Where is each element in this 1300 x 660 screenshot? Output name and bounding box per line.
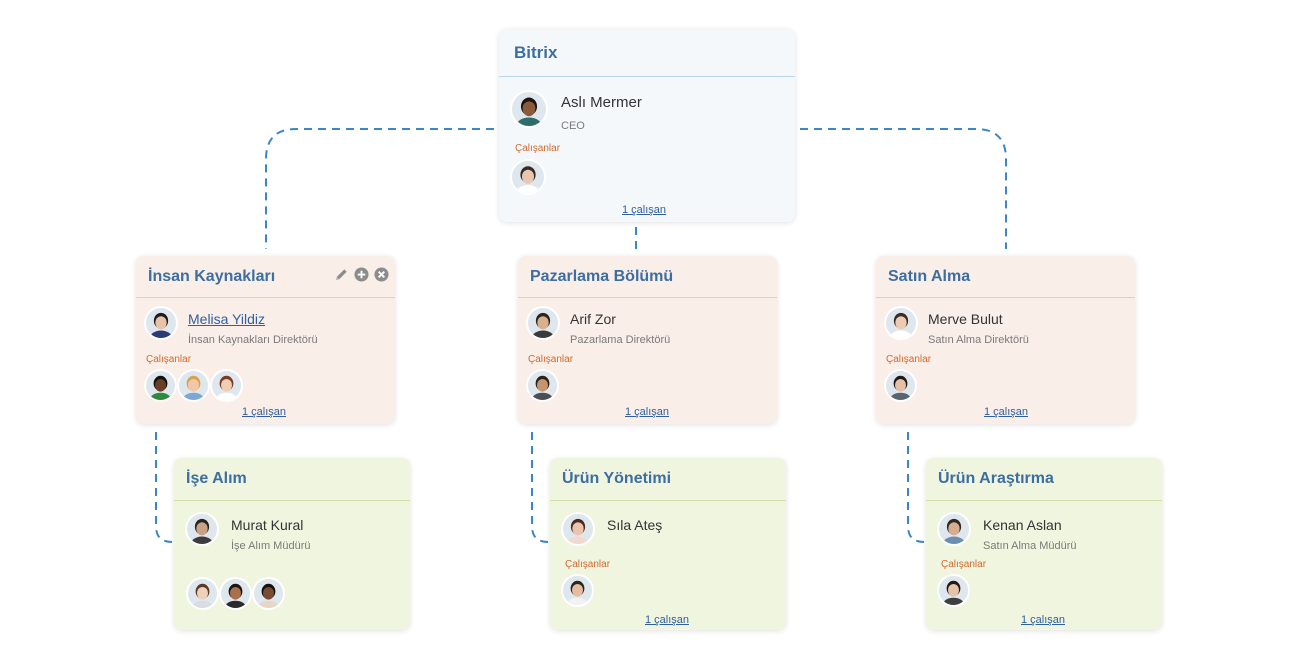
- employee-avatar[interactable]: [212, 371, 241, 400]
- plus-circle-icon[interactable]: [354, 267, 369, 282]
- connector-hr-recruiting: [155, 432, 173, 543]
- employee-avatar[interactable]: [188, 579, 217, 608]
- unit-title: İşe Alım: [186, 470, 247, 487]
- unit-header: Satın Alma: [876, 256, 1135, 298]
- unit-tools: [334, 267, 389, 282]
- connector-bitrix-hr: [265, 128, 494, 249]
- employees-label: Çalışanlar: [565, 559, 611, 570]
- unit-card-product-management[interactable]: Ürün Yönetimi Sıla Ateş Çalışanlar 1 çal…: [550, 458, 786, 630]
- employee-avatars: [512, 161, 544, 193]
- unit-header: Pazarlama Bölümü: [518, 256, 777, 298]
- unit-title: Bitrix: [514, 42, 558, 62]
- unit-header: İşe Alım: [174, 458, 410, 501]
- connector-bitrix-purchasing: [800, 128, 1007, 249]
- unit-card-product-research[interactable]: Ürün Araştırma Kenan Aslan Satın Alma Mü…: [926, 458, 1162, 630]
- unit-header: İnsan Kaynakları: [136, 256, 395, 298]
- employees-label: Çalışanlar: [515, 143, 561, 154]
- unit-header: Bitrix: [499, 29, 795, 77]
- avatar[interactable]: [939, 514, 969, 544]
- unit-card-hr[interactable]: İnsan Kaynakları Melisa Yildiz İnsan Kay…: [136, 256, 395, 424]
- employee-count-link[interactable]: 1 çalışan: [242, 406, 287, 418]
- employee-avatars: [563, 576, 592, 605]
- unit-head[interactable]: Kenan Aslan Satın Alma Müdürü: [939, 514, 1077, 552]
- avatar[interactable]: [886, 308, 916, 338]
- avatar[interactable]: [563, 514, 593, 544]
- pencil-icon[interactable]: [334, 267, 349, 282]
- employee-avatar[interactable]: [179, 371, 208, 400]
- unit-title: İnsan Kaynakları: [148, 267, 276, 285]
- head-name: Merve Bulut: [928, 311, 1003, 327]
- connector-purchasing-productresearch: [907, 432, 925, 543]
- employee-avatars: [886, 371, 915, 400]
- employees-label: Çalışanlar: [941, 559, 987, 570]
- avatar[interactable]: [187, 514, 217, 544]
- employee-avatar[interactable]: [528, 371, 557, 400]
- employee-avatar[interactable]: [939, 576, 968, 605]
- unit-title: Pazarlama Bölümü: [530, 267, 674, 285]
- unit-title: Ürün Araştırma: [938, 470, 1054, 487]
- employee-avatar[interactable]: [512, 161, 544, 193]
- employee-avatar[interactable]: [146, 371, 175, 400]
- head-name: Murat Kural: [231, 517, 304, 533]
- unit-card-bitrix[interactable]: Bitrix Aslı Mermer CEO Çalışanlar 1 çalı…: [499, 29, 795, 222]
- unit-head[interactable]: Merve Bulut Satın Alma Direktörü: [886, 308, 1029, 346]
- employees-label: Çalışanlar: [146, 354, 192, 365]
- head-role: İşe Alım Müdürü: [231, 540, 311, 552]
- unit-head[interactable]: Melisa Yildiz İnsan Kaynakları Direktörü: [146, 308, 318, 346]
- unit-card-purchasing[interactable]: Satın Alma Merve Bulut Satın Alma Direkt…: [876, 256, 1135, 424]
- employees-label: Çalışanlar: [528, 354, 574, 365]
- head-role: Pazarlama Direktörü: [570, 334, 671, 346]
- unit-head[interactable]: Sıla Ateş: [563, 514, 662, 544]
- employee-avatars: [188, 579, 283, 608]
- unit-header: Ürün Araştırma: [926, 458, 1162, 501]
- unit-header: Ürün Yönetimi: [550, 458, 786, 501]
- head-name: Kenan Aslan: [983, 517, 1062, 533]
- unit-head[interactable]: Murat Kural İşe Alım Müdürü: [187, 514, 310, 552]
- unit-card-marketing[interactable]: Pazarlama Bölümü Arif Zor Pazarlama Dire…: [518, 256, 777, 424]
- employee-count-link[interactable]: 1 çalışan: [984, 406, 1029, 418]
- head-role: İnsan Kaynakları Direktörü: [188, 334, 318, 346]
- head-role: Satın Alma Direktörü: [928, 334, 1029, 346]
- unit-title: Satın Alma: [888, 267, 971, 285]
- head-role: CEO: [561, 120, 585, 132]
- employee-avatar[interactable]: [886, 371, 915, 400]
- employee-count-link[interactable]: 1 çalışan: [645, 614, 690, 626]
- employee-avatar[interactable]: [563, 576, 592, 605]
- employee-avatars: [939, 576, 968, 605]
- unit-card-recruiting[interactable]: İşe Alım Murat Kural İşe Alım Müdürü: [174, 458, 410, 630]
- head-role: Satın Alma Müdürü: [983, 540, 1077, 552]
- unit-head[interactable]: Arif Zor Pazarlama Direktörü: [528, 308, 670, 346]
- employee-avatars: [146, 371, 241, 400]
- head-name: Arif Zor: [570, 311, 616, 327]
- employee-count-link[interactable]: 1 çalışan: [625, 406, 670, 418]
- employee-count-link[interactable]: 1 çalışan: [1021, 614, 1066, 626]
- unit-title: Ürün Yönetimi: [562, 470, 672, 487]
- employee-avatar[interactable]: [254, 579, 283, 608]
- head-name: Aslı Mermer: [561, 94, 642, 111]
- avatar[interactable]: [512, 92, 546, 126]
- connector-marketing-productmgmt: [531, 432, 549, 543]
- employee-avatars: [528, 371, 557, 400]
- avatar[interactable]: [528, 308, 558, 338]
- head-name: Sıla Ateş: [607, 517, 663, 533]
- employee-count-link[interactable]: 1 çalışan: [622, 204, 667, 216]
- unit-head[interactable]: Aslı Mermer CEO: [512, 92, 642, 132]
- employees-label: Çalışanlar: [886, 354, 932, 365]
- head-name-link[interactable]: Melisa Yildiz: [188, 311, 266, 327]
- avatar[interactable]: [146, 308, 176, 338]
- close-circle-icon[interactable]: [374, 267, 389, 282]
- employee-avatar[interactable]: [221, 579, 250, 608]
